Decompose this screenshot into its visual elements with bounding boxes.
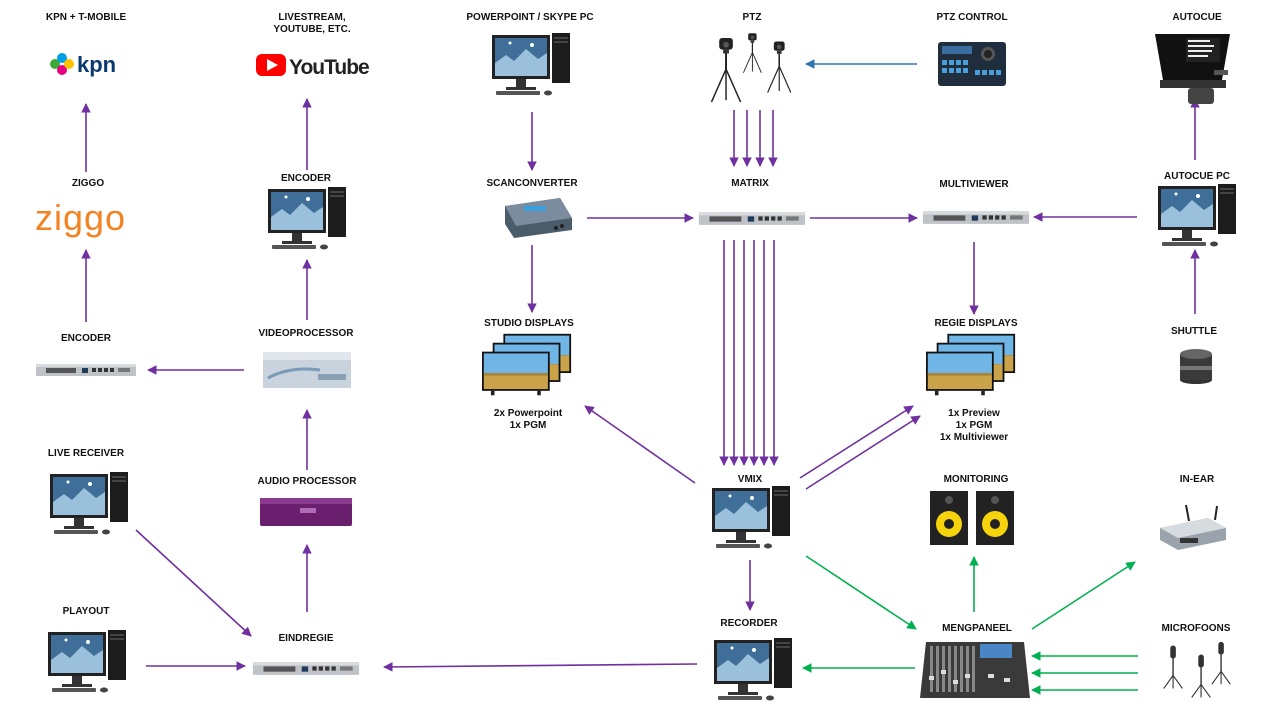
label-microfoons: MICROFOONS — [1161, 623, 1231, 634]
label-encoder-rack: ENCODER — [60, 333, 112, 344]
youtube-logo-text: YouTube — [289, 56, 369, 79]
autocue-pc-icon — [1158, 184, 1236, 247]
ptz-controller-icon — [938, 42, 1006, 86]
label-autocue-pc: AUTOCUE PC — [1164, 171, 1230, 182]
label-matrix: MATRIX — [731, 178, 769, 189]
kpn-logo-text: kpn — [77, 52, 116, 77]
kpn-logo: kpn — [50, 52, 116, 77]
label-scanconverter: SCANCONVERTER — [486, 178, 578, 189]
multiviewer-rack-icon — [922, 211, 1030, 224]
ziggo-logo-text: ziggo — [35, 197, 126, 238]
regie-displays-notes: 1x Preview 1x PGM 1x Multiviewer — [940, 408, 1008, 444]
label-vmix: VMIX — [737, 474, 763, 485]
playout-pc-icon — [48, 630, 126, 693]
label-kpn: KPN + T-MOBILE — [45, 12, 127, 23]
video-connections — [81, 98, 1200, 672]
arrow-recorder-to-eindregie — [383, 662, 698, 672]
recorder-pc-icon — [714, 638, 792, 701]
vmix-pc-icon — [712, 486, 790, 549]
mixer-console-icon — [920, 642, 1030, 698]
arrow-vmix-to-regie-1 — [799, 405, 914, 479]
label-livestream: LIVESTREAM, YOUTUBE, ETC. — [273, 12, 350, 36]
arrow-vmix-to-mengpaneel — [805, 555, 917, 630]
label-playout: PLAYOUT — [62, 606, 110, 617]
videoprocessor-icon — [263, 352, 351, 388]
ptz-cameras-icon — [710, 32, 792, 104]
live-receiver-pc-icon — [50, 472, 128, 535]
label-livestream-line1: LIVESTREAM, — [278, 12, 346, 23]
label-audio-processor: AUDIO PROCESSOR — [257, 476, 357, 487]
regie-displays-icon — [926, 333, 1016, 396]
label-autocue: AUTOCUE — [1172, 12, 1222, 23]
regie-note-2: 1x PGM — [955, 420, 993, 431]
label-videoprocessor: VIDEOPROCESSOR — [258, 328, 354, 339]
label-in-ear: IN-EAR — [1179, 474, 1215, 485]
label-mengpaneel: MENGPANEEL — [942, 623, 1012, 634]
in-ear-receiver-icon — [1160, 504, 1226, 550]
label-powerpoint-pc: POWERPOINT / SKYPE PC — [466, 12, 594, 23]
eindregie-rack-icon — [252, 662, 360, 675]
monitoring-speakers-icon — [930, 491, 1014, 545]
encoder-rack-icon — [36, 364, 136, 376]
powerpoint-pc-icon — [492, 33, 570, 96]
teleprompter-icon — [1155, 34, 1230, 104]
youtube-logo: YouTube — [256, 54, 370, 79]
label-multiviewer: MULTIVIEWER — [939, 179, 1009, 190]
scanconverter-icon — [505, 198, 572, 238]
arrow-mengpaneel-to-inear — [1031, 561, 1136, 630]
arrow-vmix-to-studio — [584, 405, 696, 484]
microphones-icon — [1162, 641, 1231, 699]
label-ptz-control: PTZ CONTROL — [936, 12, 1008, 23]
arrow-livereceiver-to-eindregie — [135, 529, 252, 637]
ziggo-logo: ziggo — [35, 197, 126, 238]
label-ziggo: ZIGGO — [71, 178, 105, 189]
shuttle-knob-icon — [1180, 349, 1212, 384]
label-eindregie: EINDREGIE — [278, 633, 334, 644]
label-recorder: RECORDER — [720, 618, 778, 629]
regie-note-3: 1x Multiviewer — [939, 432, 1009, 443]
studio-displays-icon — [482, 333, 572, 396]
label-shuttle: SHUTTLE — [1170, 326, 1218, 337]
studio-displays-notes: 2x Powerpoint 1x PGM — [494, 408, 562, 432]
arrow-vmix-to-regie-2 — [805, 415, 921, 490]
audio-processor-icon — [260, 498, 352, 526]
label-regie-displays: REGIE DISPLAYS — [934, 318, 1018, 329]
label-livestream-line2: YOUTUBE, ETC. — [273, 24, 351, 35]
matrix-rack-icon — [698, 212, 806, 225]
label-monitoring: MONITORING — [943, 474, 1009, 485]
label-studio-displays: STUDIO DISPLAYS — [484, 318, 574, 329]
label-ptz: PTZ — [742, 12, 762, 23]
encoder-pc-icon — [268, 187, 346, 250]
label-live-receiver: LIVE RECEIVER — [47, 448, 125, 459]
regie-note-1: 1x Preview — [948, 408, 1000, 419]
studio-note-1: 2x Powerpoint — [493, 408, 563, 419]
label-encoder-pc: ENCODER — [280, 173, 332, 184]
studio-note-2: 1x PGM — [509, 420, 547, 431]
audio-connections — [802, 555, 1138, 695]
